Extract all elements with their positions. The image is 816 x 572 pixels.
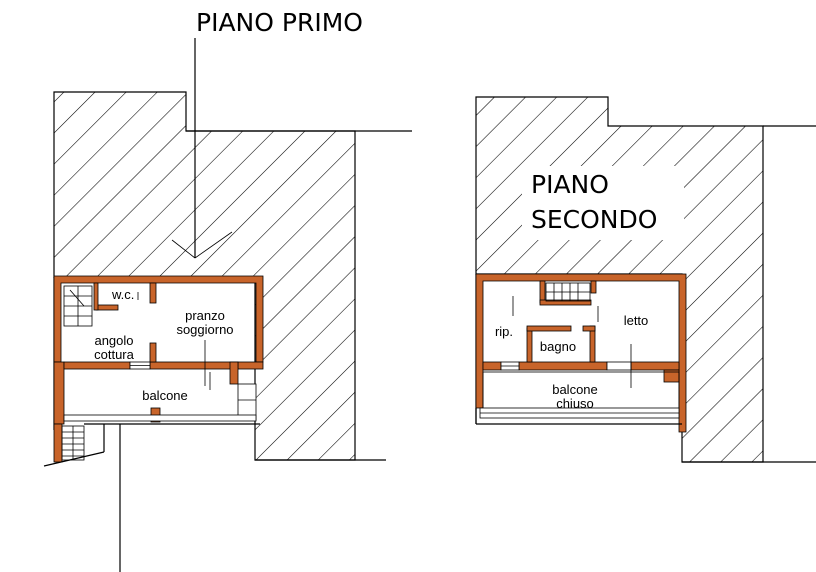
title-piano-secondo-2: SECONDO [531, 205, 657, 234]
stair-primo [63, 285, 93, 327]
exterior-stair [43, 423, 105, 467]
wall-wc-right [149, 282, 157, 304]
wall-column [229, 361, 239, 385]
label-bagno: bagno [540, 339, 576, 354]
wall-secondo-mid [518, 361, 608, 371]
stair-secondo [545, 282, 591, 302]
label-chiuso: chiuso [556, 396, 594, 411]
piano-primo-plan: PIANO PRIMO w.c. pranzo soggiorno angolo… [43, 8, 412, 572]
label-letto: letto [624, 313, 649, 328]
label-angolo: angolo [94, 333, 133, 348]
label-cottura: cottura [94, 347, 135, 362]
title-background [522, 166, 684, 240]
wall-stub-cottura [149, 342, 157, 363]
arrow-left [171, 239, 196, 259]
label-rip: rip. [495, 324, 513, 339]
label-pranzo: pranzo [185, 308, 225, 323]
wall-wc-vertical [93, 282, 99, 311]
wall-outline-primo [53, 275, 264, 363]
wall-left-lower [53, 361, 65, 425]
wall-wc-partition [95, 304, 119, 311]
title-piano-primo: PIANO PRIMO [196, 8, 363, 37]
label-wc: w.c. [111, 287, 134, 302]
wall-stair-bottom [539, 299, 592, 306]
door-secondo [606, 361, 632, 371]
wall-mid-end [237, 361, 264, 370]
arrow-right [194, 231, 233, 259]
label-soggiorno: soggiorno [176, 322, 233, 337]
wall-secondo-mid-right [630, 361, 680, 371]
wall-bagno-top-right [582, 325, 596, 332]
balcony-railing [63, 414, 257, 422]
wall-secondo-mid-left [482, 361, 502, 371]
wall-stair-right [590, 280, 597, 294]
wall-outline-secondo [475, 273, 687, 433]
label-balcone-secondo: balcone [552, 382, 598, 397]
wall-mid-right [149, 361, 239, 370]
label-balcone-primo: balcone [142, 388, 188, 403]
wall-bagno-top [526, 325, 572, 332]
wall-mid-left [63, 361, 131, 370]
title-piano-secondo-1: PIANO [531, 170, 609, 199]
wall-bagno-left [526, 327, 533, 363]
piano-secondo-plan: PIANO SECONDO rip. letto bagno balcone c… [475, 96, 816, 463]
